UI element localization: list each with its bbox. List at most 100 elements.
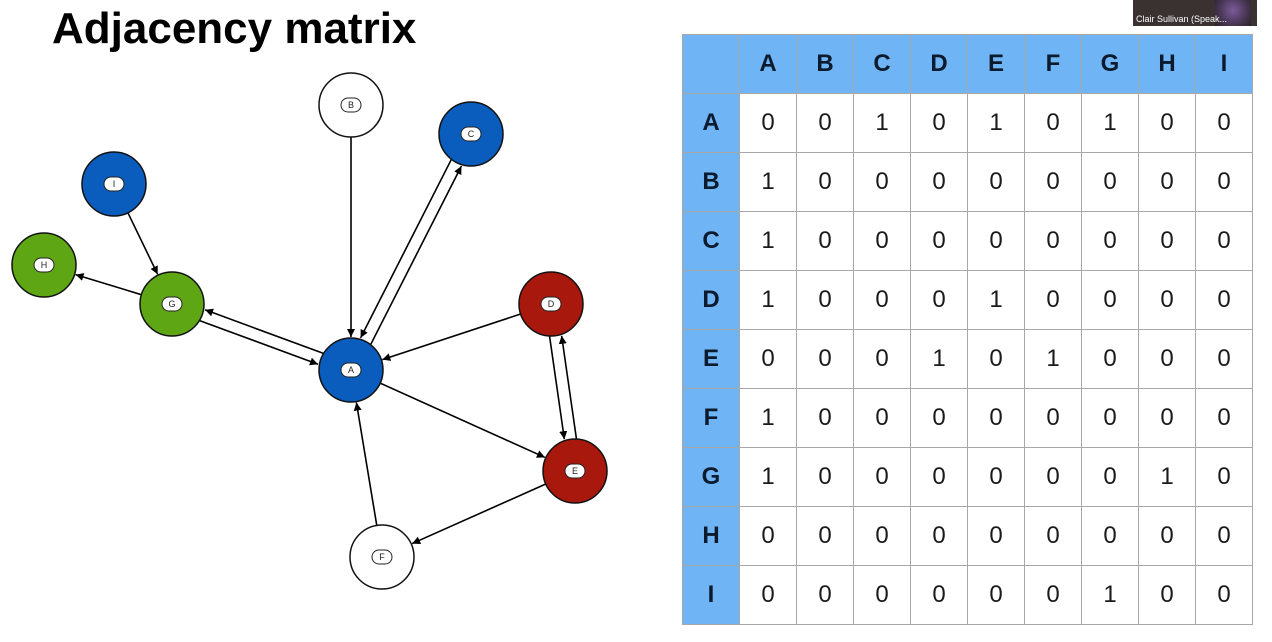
edge-f-to-a	[353, 402, 378, 526]
matrix-cell: 0	[1081, 211, 1139, 271]
matrix-cell: 0	[1138, 388, 1196, 448]
matrix-cell: 1	[910, 329, 968, 389]
edge-d-to-a	[382, 313, 521, 361]
column-header-h: H	[1138, 34, 1196, 94]
matrix-cell: 0	[853, 447, 911, 507]
matrix-cell: 0	[1138, 329, 1196, 389]
row-header-b: B	[682, 152, 740, 212]
matrix-cell: 0	[910, 93, 968, 153]
node-label-pill	[340, 97, 362, 113]
matrix-cell: 0	[967, 506, 1025, 566]
node-label: F	[379, 552, 385, 562]
edge-a-to-g	[204, 308, 324, 355]
matrix-cell: 0	[853, 152, 911, 212]
matrix-cell: 0	[1195, 388, 1253, 448]
edge-e-to-f	[411, 483, 547, 545]
edge-a-to-c	[370, 165, 463, 345]
matrix-cell: 0	[967, 565, 1025, 625]
matrix-cell: 0	[1138, 565, 1196, 625]
matrix-cell: 0	[796, 93, 854, 153]
matrix-cell: 0	[796, 329, 854, 389]
matrix-cell: 0	[1024, 211, 1082, 271]
graph-node-c[interactable]: C	[438, 101, 504, 167]
edge-a-to-e	[379, 382, 546, 459]
node-label-pill	[33, 257, 55, 273]
matrix-cell: 0	[796, 447, 854, 507]
row-header-d: D	[682, 270, 740, 330]
matrix-cell: 0	[967, 152, 1025, 212]
matrix-cell: 0	[739, 565, 797, 625]
matrix-cell: 0	[796, 388, 854, 448]
row-header-e: E	[682, 329, 740, 389]
matrix-cell: 0	[853, 270, 911, 330]
matrix-cell: 1	[739, 447, 797, 507]
matrix-cell: 0	[739, 506, 797, 566]
matrix-cell: 1	[853, 93, 911, 153]
graph-node-h[interactable]: H	[11, 232, 77, 298]
graph-node-g[interactable]: G	[139, 271, 205, 337]
graph-node-b[interactable]: B	[318, 72, 384, 138]
matrix-cell: 0	[910, 388, 968, 448]
graph-node-d[interactable]: D	[518, 271, 584, 337]
matrix-cell: 0	[1195, 447, 1253, 507]
node-label-pill	[564, 463, 586, 479]
node-label: I	[113, 179, 116, 189]
matrix-cell: 1	[967, 270, 1025, 330]
node-label-pill	[161, 296, 183, 312]
matrix-cell: 0	[1195, 506, 1253, 566]
node-label-pill	[340, 362, 362, 378]
matrix-cell: 0	[1024, 270, 1082, 330]
matrix-cell: 0	[1138, 152, 1196, 212]
matrix-cell: 0	[910, 506, 968, 566]
matrix-cell: 0	[853, 211, 911, 271]
graph-node-f[interactable]: F	[349, 524, 415, 590]
matrix-cell: 0	[1138, 211, 1196, 271]
node-label-pill	[540, 296, 562, 312]
column-header-i: I	[1195, 34, 1253, 94]
row-header-c: C	[682, 211, 740, 271]
matrix-cell: 0	[967, 388, 1025, 448]
row-header-f: F	[682, 388, 740, 448]
column-header-c: C	[853, 34, 911, 94]
graph-node-i[interactable]: I	[81, 151, 147, 217]
node-label-pill	[371, 549, 393, 565]
node-label: D	[548, 299, 555, 309]
column-header-d: D	[910, 34, 968, 94]
graph-node-a[interactable]: A	[318, 337, 384, 403]
matrix-cell: 0	[739, 93, 797, 153]
matrix-cell: 0	[796, 211, 854, 271]
row-header-i: I	[682, 565, 740, 625]
nodes-layer: A B C D E F GH I	[11, 72, 608, 590]
matrix-corner-cell	[682, 34, 740, 94]
matrix-cell: 1	[1081, 565, 1139, 625]
matrix-cell: 0	[910, 152, 968, 212]
matrix-cell: 0	[1195, 93, 1253, 153]
matrix-cell: 0	[1138, 93, 1196, 153]
matrix-cell: 0	[1195, 152, 1253, 212]
directed-graph: A B C D E F GH I	[11, 72, 608, 590]
matrix-cell: 0	[1024, 506, 1082, 566]
graph-node-e[interactable]: E	[542, 438, 608, 504]
matrix-cell: 0	[853, 388, 911, 448]
matrix-cell: 0	[1024, 447, 1082, 507]
column-header-b: B	[796, 34, 854, 94]
matrix-cell: 1	[739, 270, 797, 330]
matrix-cell: 0	[1195, 270, 1253, 330]
matrix-cell: 1	[1081, 93, 1139, 153]
edges-layer	[75, 137, 578, 545]
matrix-cell: 0	[1081, 506, 1139, 566]
matrix-cell: 0	[1195, 211, 1253, 271]
node-label: B	[348, 100, 354, 110]
video-tile[interactable]: Clair Sullivan (Speak...	[1133, 0, 1257, 26]
node-label: A	[348, 365, 354, 375]
matrix-cell: 1	[1138, 447, 1196, 507]
matrix-cell: 0	[796, 565, 854, 625]
matrix-cell: 0	[853, 565, 911, 625]
matrix-cell: 0	[1024, 565, 1082, 625]
matrix-cell: 0	[967, 447, 1025, 507]
matrix-cell: 0	[1195, 329, 1253, 389]
